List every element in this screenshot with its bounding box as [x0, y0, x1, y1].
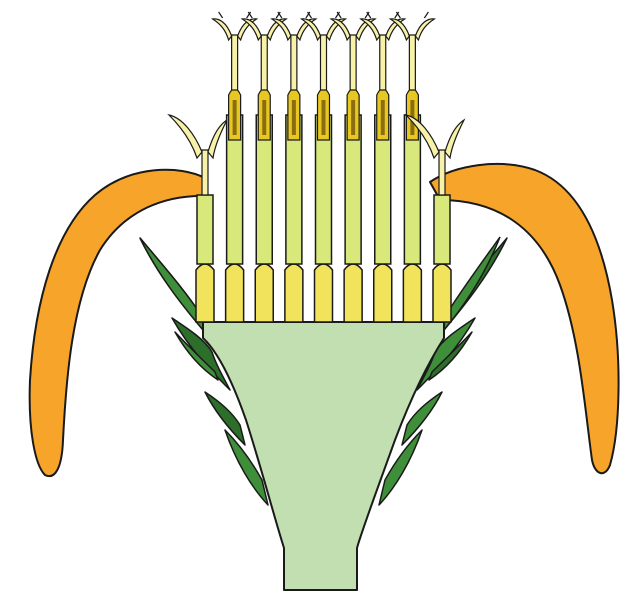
disk-floret-5 [302, 12, 346, 322]
stigma-lobe-left [169, 115, 202, 158]
ovary [315, 264, 333, 322]
stigma-hairs [248, 12, 280, 18]
disk-floret-7 [361, 12, 405, 322]
anther-core [322, 100, 326, 135]
style [261, 35, 267, 90]
ovary [374, 264, 392, 322]
disk-floret-8 [390, 12, 434, 322]
anther-core [381, 100, 385, 135]
anther-core [233, 100, 237, 135]
stigma-lobe-left [213, 19, 232, 40]
stigma-hairs [367, 12, 399, 18]
ovary [433, 264, 451, 322]
corolla-tube [434, 195, 450, 264]
stigma-hairs [337, 12, 369, 18]
disk-floret-6 [331, 12, 375, 322]
ovary [344, 264, 362, 322]
ovary [285, 264, 303, 322]
ovary [226, 264, 244, 322]
ovary [255, 264, 273, 322]
bract-right-top [444, 237, 500, 330]
stigma-hairs [278, 12, 310, 18]
ovary [196, 264, 214, 322]
disk-floret-3 [242, 12, 286, 322]
stigma-lobe-right [415, 19, 434, 40]
corolla-tube [197, 195, 213, 264]
style [321, 35, 327, 90]
ray-floret-right [430, 164, 619, 473]
disk-floret-4 [272, 12, 316, 322]
style [380, 35, 386, 90]
ovary [403, 264, 421, 322]
anther-core [262, 100, 266, 135]
style [439, 150, 445, 195]
style [232, 35, 238, 90]
bract-left-top [140, 238, 203, 330]
style [350, 35, 356, 90]
disk-floret-2 [213, 12, 257, 322]
style [202, 150, 208, 195]
stigma-lobe-right [208, 120, 227, 158]
stigma-hairs [308, 12, 340, 18]
stigma-hairs [219, 12, 251, 18]
anther-core [292, 100, 296, 135]
style [291, 35, 297, 90]
stigma-lobe-right [445, 120, 464, 158]
stigma-hairs [396, 12, 428, 18]
anther-core [351, 100, 355, 135]
disk-florets [169, 12, 464, 322]
style [409, 35, 415, 90]
